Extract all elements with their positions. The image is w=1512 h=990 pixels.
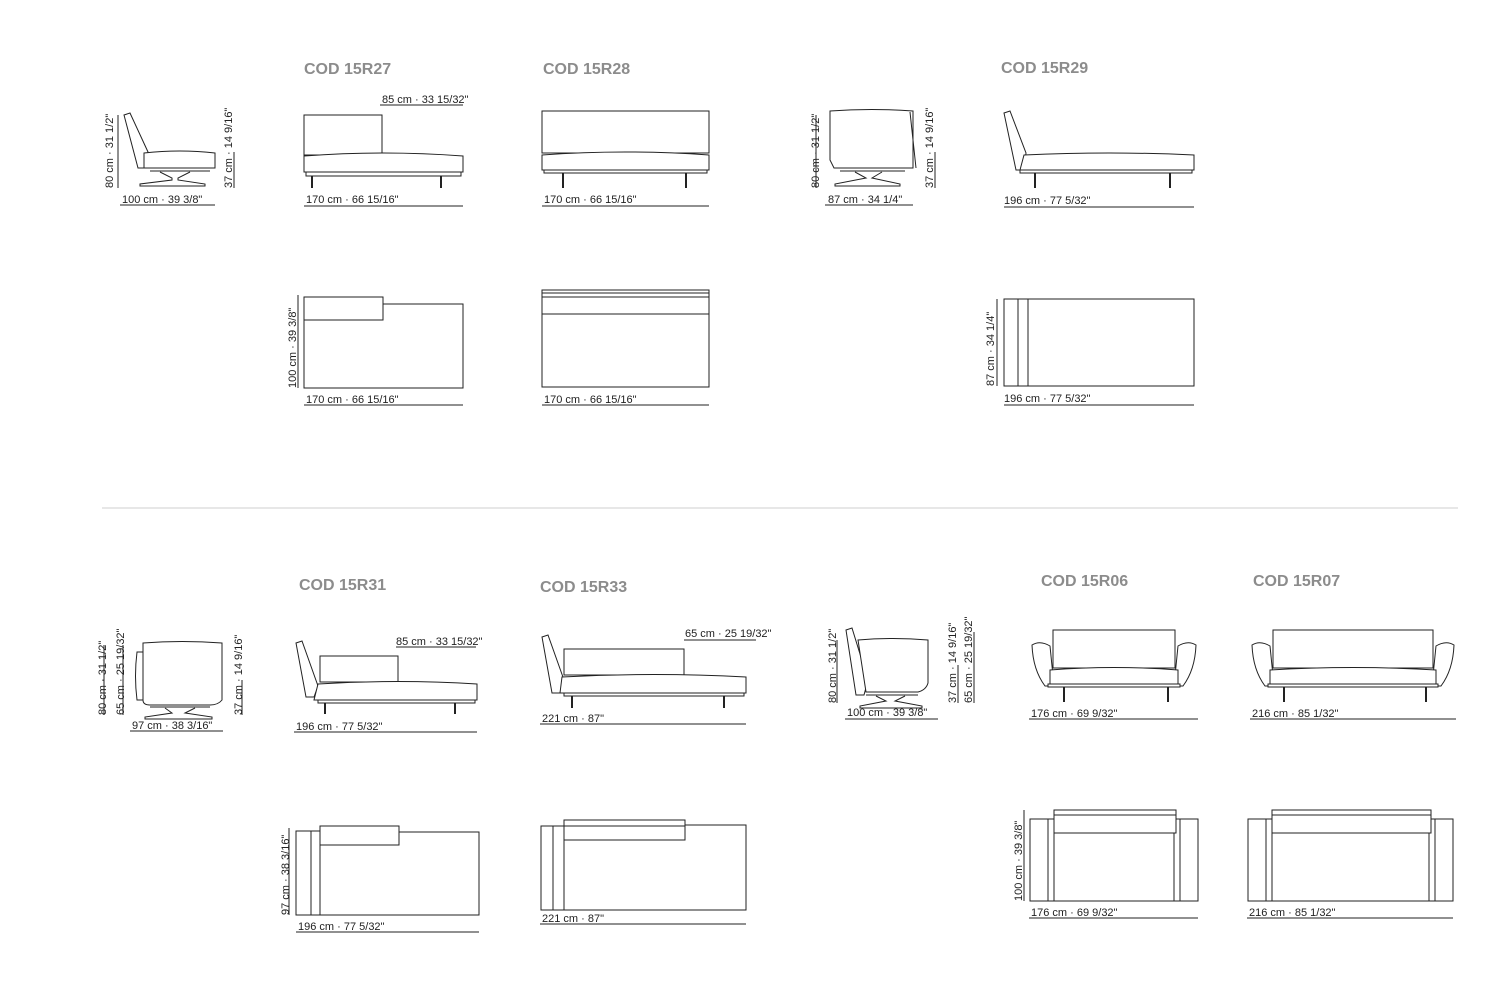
plan-15r06: 100 cm · 39 3/8" 176 cm · 69 9/32"	[1013, 809, 1199, 919]
15r07-width-label: 216 cm · 85 1/32"	[1252, 708, 1339, 720]
plan-15r33: 221 cm · 87"	[540, 819, 747, 925]
side-c-seat-height-label: 37 cm · 14 9/16"	[233, 635, 245, 715]
15r29-plan-depth-label: 87 cm · 34 1/4"	[985, 312, 997, 386]
15r27-plan-width-label: 170 cm · 66 15/16"	[306, 394, 399, 406]
side-d-seat-height-label: 37 cm · 14 9/16"	[947, 623, 959, 703]
15r28-plan-width-label: 170 cm · 66 15/16"	[544, 394, 637, 406]
side-d-depth-label: 100 cm · 39 3/8"	[847, 707, 927, 719]
side-d-arm-height-label: 65 cm · 25 19/32"	[963, 616, 975, 703]
15r29-plan-width-label: 196 cm · 77 5/32"	[1004, 393, 1091, 405]
side-b-seat-height-label: 37 cm · 14 9/16"	[924, 108, 936, 188]
side-b-depth-label: 87 cm · 34 1/4"	[828, 194, 902, 206]
15r06-plan-depth-label: 100 cm · 39 3/8"	[1013, 821, 1025, 901]
side-c-height-label: 80 cm · 31 1/2"	[97, 641, 109, 715]
elevation-15r07: 216 cm · 85 1/32"	[1250, 629, 1456, 720]
plan-15r28: 170 cm · 66 15/16"	[541, 289, 710, 406]
elevation-15r33: 65 cm · 25 19/32" 221 cm · 87"	[540, 628, 772, 725]
15r28-width-label: 170 cm · 66 15/16"	[544, 194, 637, 206]
module-title-15r28: COD 15R28	[543, 61, 630, 78]
elevation-15r27: 85 cm · 33 15/32" 170 cm · 66 15/16"	[303, 94, 469, 207]
elevation-15r29: 196 cm · 77 5/32"	[1003, 110, 1195, 208]
15r27-plan-depth-label: 100 cm · 39 3/8"	[287, 308, 299, 388]
module-title-15r33: COD 15R33	[540, 579, 627, 596]
15r31-plan-depth-label: 97 cm · 38 3/16"	[280, 835, 292, 915]
side-b-height-label: 80 cm · 31 1/2"	[810, 114, 822, 188]
15r31-width-label: 196 cm · 77 5/32"	[296, 721, 383, 733]
module-title-15r31: COD 15R31	[299, 577, 386, 594]
side-a-height-label: 80 cm · 31 1/2"	[104, 114, 116, 188]
module-title-15r07: COD 15R07	[1253, 573, 1340, 590]
module-title-15r27: COD 15R27	[304, 61, 391, 78]
plan-15r29: 87 cm · 34 1/4" 196 cm · 77 5/32"	[985, 298, 1195, 406]
15r29-width-label: 196 cm · 77 5/32"	[1004, 195, 1091, 207]
side-c-arm-height-label: 65 cm · 25 19/32"	[115, 628, 127, 715]
side-view-a: 80 cm · 31 1/2" 37 cm · 14 9/16" 100 cm …	[104, 108, 235, 206]
15r33-back-width-label: 65 cm · 25 19/32"	[685, 628, 772, 640]
15r31-back-width-label: 85 cm · 33 15/32"	[396, 636, 483, 648]
15r06-width-label: 176 cm · 69 9/32"	[1031, 708, 1118, 720]
plan-15r27: 100 cm · 39 3/8" 170 cm · 66 15/16"	[287, 295, 464, 406]
side-a-seat-height-label: 37 cm · 14 9/16"	[223, 108, 235, 188]
plan-15r07: 216 cm · 85 1/32"	[1247, 809, 1454, 919]
side-view-d: 80 cm · 31 1/2" 37 cm · 14 9/16" 65 cm ·…	[827, 616, 975, 720]
side-c-depth-label: 97 cm · 38 3/16"	[132, 720, 212, 732]
side-a-depth-label: 100 cm · 39 3/8"	[122, 194, 202, 206]
15r06-plan-width-label: 176 cm · 69 9/32"	[1031, 907, 1118, 919]
15r33-width-label: 221 cm · 87"	[542, 713, 604, 725]
plan-15r31: 97 cm · 38 3/16" 196 cm · 77 5/32"	[280, 825, 480, 933]
15r33-plan-width-label: 221 cm · 87"	[542, 913, 604, 925]
side-view-b: 80 cm · 31 1/2" 37 cm · 14 9/16" 87 cm ·…	[810, 108, 936, 206]
elevation-15r31: 85 cm · 33 15/32" 196 cm · 77 5/32"	[294, 636, 483, 733]
module-title-15r29: COD 15R29	[1001, 60, 1088, 77]
elevation-15r28: 170 cm · 66 15/16"	[541, 110, 710, 207]
side-d-height-label: 80 cm · 31 1/2"	[827, 629, 839, 703]
module-title-15r06: COD 15R06	[1041, 573, 1128, 590]
15r31-plan-width-label: 196 cm · 77 5/32"	[298, 921, 385, 933]
15r07-plan-width-label: 216 cm · 85 1/32"	[1249, 907, 1336, 919]
side-view-c: 80 cm · 31 1/2" 65 cm · 25 19/32" 37 cm …	[97, 628, 245, 732]
15r27-width-label: 170 cm · 66 15/16"	[306, 194, 399, 206]
elevation-15r06: 176 cm · 69 9/32"	[1029, 629, 1198, 720]
15r27-back-width-label: 85 cm · 33 15/32"	[382, 94, 469, 106]
